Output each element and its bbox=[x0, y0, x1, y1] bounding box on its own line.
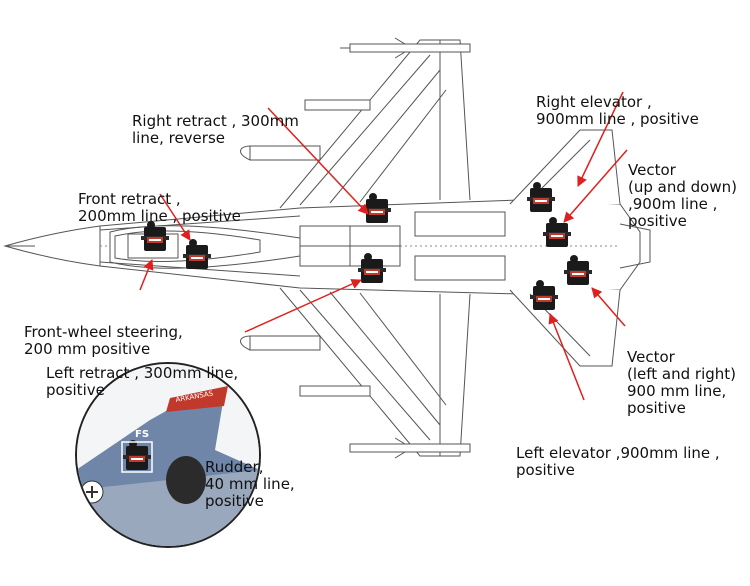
label-vector-left-right: Vector(left and right)900 mm line,positi… bbox=[627, 348, 736, 417]
label-left-elevator: Left elevator ,900mm line ,positive bbox=[516, 444, 720, 479]
label-left-retract: Left retract , 300mm line,positive bbox=[46, 364, 239, 399]
label-vector-up-down: Vector(up and down),900m line ,positive bbox=[628, 161, 737, 230]
arrow-right-retract bbox=[267, 107, 369, 215]
arrow-right-elevator bbox=[577, 91, 624, 187]
tail-code: FS bbox=[135, 429, 149, 440]
arrow-vector-ud bbox=[563, 149, 628, 223]
label-right-elevator: Right elevator ,900mm line , positive bbox=[536, 93, 699, 128]
arrow-left-elevator bbox=[548, 313, 585, 401]
arrow-front-wheel-steering bbox=[139, 259, 154, 291]
label-rudder: Rudder,40 mm line,positive bbox=[205, 458, 295, 510]
rudder-inset: ARKANSAS FS bbox=[75, 362, 261, 548]
label-front-wheel-steering: Front-wheel steering,200 mm positive bbox=[24, 323, 183, 358]
label-front-retract: Front retract ,200mm line , positive bbox=[78, 190, 241, 225]
arrow-left-retract bbox=[244, 279, 362, 333]
arrow-front-retract bbox=[159, 193, 191, 241]
aircraft-outline bbox=[3, 37, 651, 459]
arrow-vector-lr bbox=[591, 287, 626, 327]
